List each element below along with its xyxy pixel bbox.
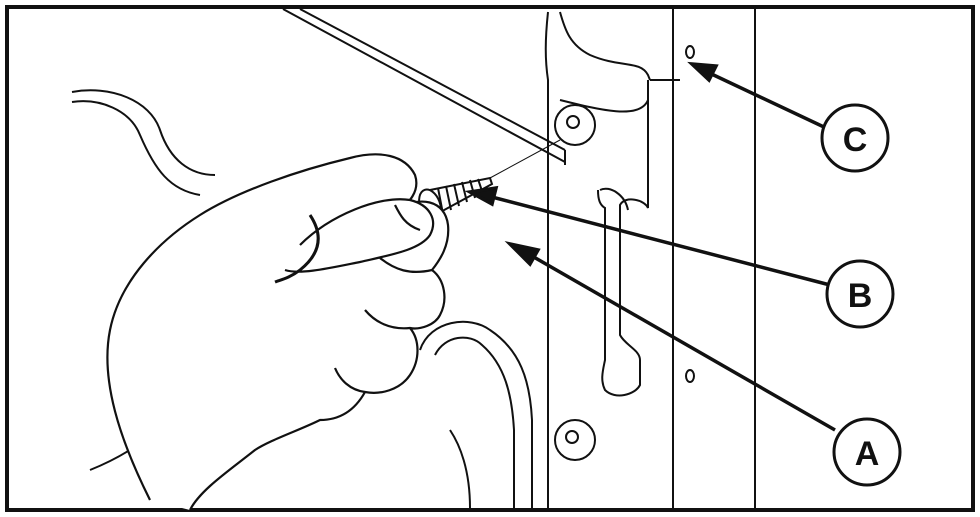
arrowhead-a (504, 241, 541, 267)
cabinet-edge (282, 8, 566, 165)
side-rail (544, 9, 756, 508)
leader-c (702, 68, 827, 130)
mounting-hole-lower (554, 419, 596, 461)
rail-small-holes (685, 45, 695, 383)
arrowhead-c (687, 61, 719, 83)
leader-b (487, 194, 831, 287)
leader-lines (464, 61, 836, 432)
callout-b-label: B (848, 277, 873, 315)
callout-a: A (832, 417, 902, 487)
bottom-latch (419, 320, 533, 509)
arrowhead-b (464, 185, 499, 207)
mounting-hole-upper (554, 104, 596, 146)
callout-c-label: C (843, 121, 868, 159)
callout-c: C (820, 103, 890, 173)
hand (106, 153, 450, 511)
callout-b: B (825, 259, 895, 329)
callout-a-label: A (855, 435, 880, 473)
leader-a (524, 250, 836, 432)
